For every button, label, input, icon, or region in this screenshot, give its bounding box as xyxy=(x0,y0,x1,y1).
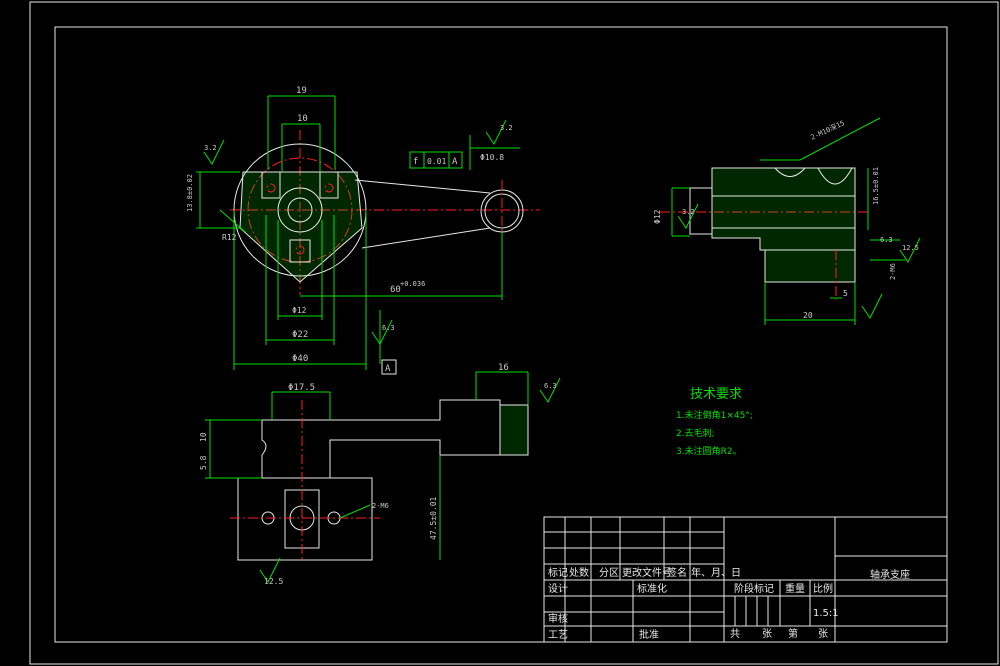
side-ra125: 12.5 xyxy=(902,244,919,252)
inner-frame xyxy=(54,26,948,643)
tb-total: 共 xyxy=(730,628,740,640)
side-5: 5 xyxy=(843,289,848,298)
dim-60-tol: +0.036 xyxy=(400,280,425,288)
top-view xyxy=(196,95,540,375)
tb-sheets-b: 张 xyxy=(818,628,828,640)
requirement-3: 3.未注圆角R2。 xyxy=(676,445,742,457)
tb-index: 第 xyxy=(788,627,798,640)
front-view xyxy=(205,371,561,583)
dim-d22: Φ22 xyxy=(292,330,308,340)
datum-a: A xyxy=(385,364,391,374)
tb-count: 处数 xyxy=(569,566,589,579)
ra-3-2-a: 3.2 xyxy=(204,144,217,152)
tb-zone: 分区 xyxy=(599,567,619,579)
front-16: 16 xyxy=(498,363,509,373)
tb-scale: 1.5:1 xyxy=(813,608,839,619)
dim-10: 10 xyxy=(297,114,308,124)
tol-value: 0.01 xyxy=(427,157,446,166)
front-ra63: 6.3 xyxy=(544,382,557,390)
tol-symbol: f xyxy=(413,157,418,167)
tb-date: 年、月、日 xyxy=(691,566,741,579)
center-bore xyxy=(277,187,323,233)
front-5-8: 5.8 xyxy=(199,455,208,470)
side-ra32: 3.2 xyxy=(682,208,695,216)
tb-change-doc: 更改文件号 xyxy=(622,566,672,579)
tb-weight: 重量 xyxy=(785,582,805,595)
dim-60: 60 xyxy=(390,285,401,295)
dim-r12: R12 xyxy=(222,233,237,242)
requirement-2: 2.去毛刺; xyxy=(676,427,715,439)
tb-approve: 批准 xyxy=(639,628,659,641)
front-2-m6: 2-M6 xyxy=(372,502,389,510)
side-view xyxy=(660,117,921,325)
tb-scale-label: 比例 xyxy=(813,582,833,595)
tb-sheets-a: 张 xyxy=(762,628,772,640)
dim-19: 19 xyxy=(296,86,307,96)
drawing-title: 轴承支座 xyxy=(870,568,910,581)
side-ra63: 6.3 xyxy=(880,236,893,244)
outer-frame xyxy=(29,1,999,665)
tb-review: 审核 xyxy=(548,612,568,625)
requirement-1: 1.未注倒角1×45°; xyxy=(676,409,753,421)
front-10: 10 xyxy=(199,432,208,442)
side-d12: Φ12 xyxy=(653,209,662,224)
ra-6-3-a: 6.3 xyxy=(382,324,395,332)
dim-d40: Φ40 xyxy=(292,354,308,364)
dim-d12: Φ12 xyxy=(292,306,307,315)
side-20: 20 xyxy=(803,311,813,320)
side-2-m6: 2-M6 xyxy=(889,263,897,280)
tb-sign: 签名 xyxy=(667,566,687,579)
front-d17-5: Φ17.5 xyxy=(288,383,315,393)
dim-d10-8: Φ10.8 xyxy=(480,153,504,162)
requirements-heading: 技术要求 xyxy=(690,387,742,402)
tb-stage: 阶段标记 xyxy=(734,582,774,595)
tb-standard: 标准化 xyxy=(637,582,667,595)
tb-design: 设计 xyxy=(548,582,568,595)
front-ra125: 12.5 xyxy=(264,577,283,586)
front-47-5: 47.5±0.01 xyxy=(429,496,438,540)
tol-datum: A xyxy=(452,157,458,167)
side-16-5: 16.5±0.01 xyxy=(872,167,880,205)
tb-process: 工艺 xyxy=(548,629,568,641)
tb-mark: 标记 xyxy=(548,567,568,579)
ra-3-2-b: 3.2 xyxy=(500,124,513,132)
title-block xyxy=(543,516,948,643)
dim-13-8: 13.8±0.02 xyxy=(186,174,194,212)
